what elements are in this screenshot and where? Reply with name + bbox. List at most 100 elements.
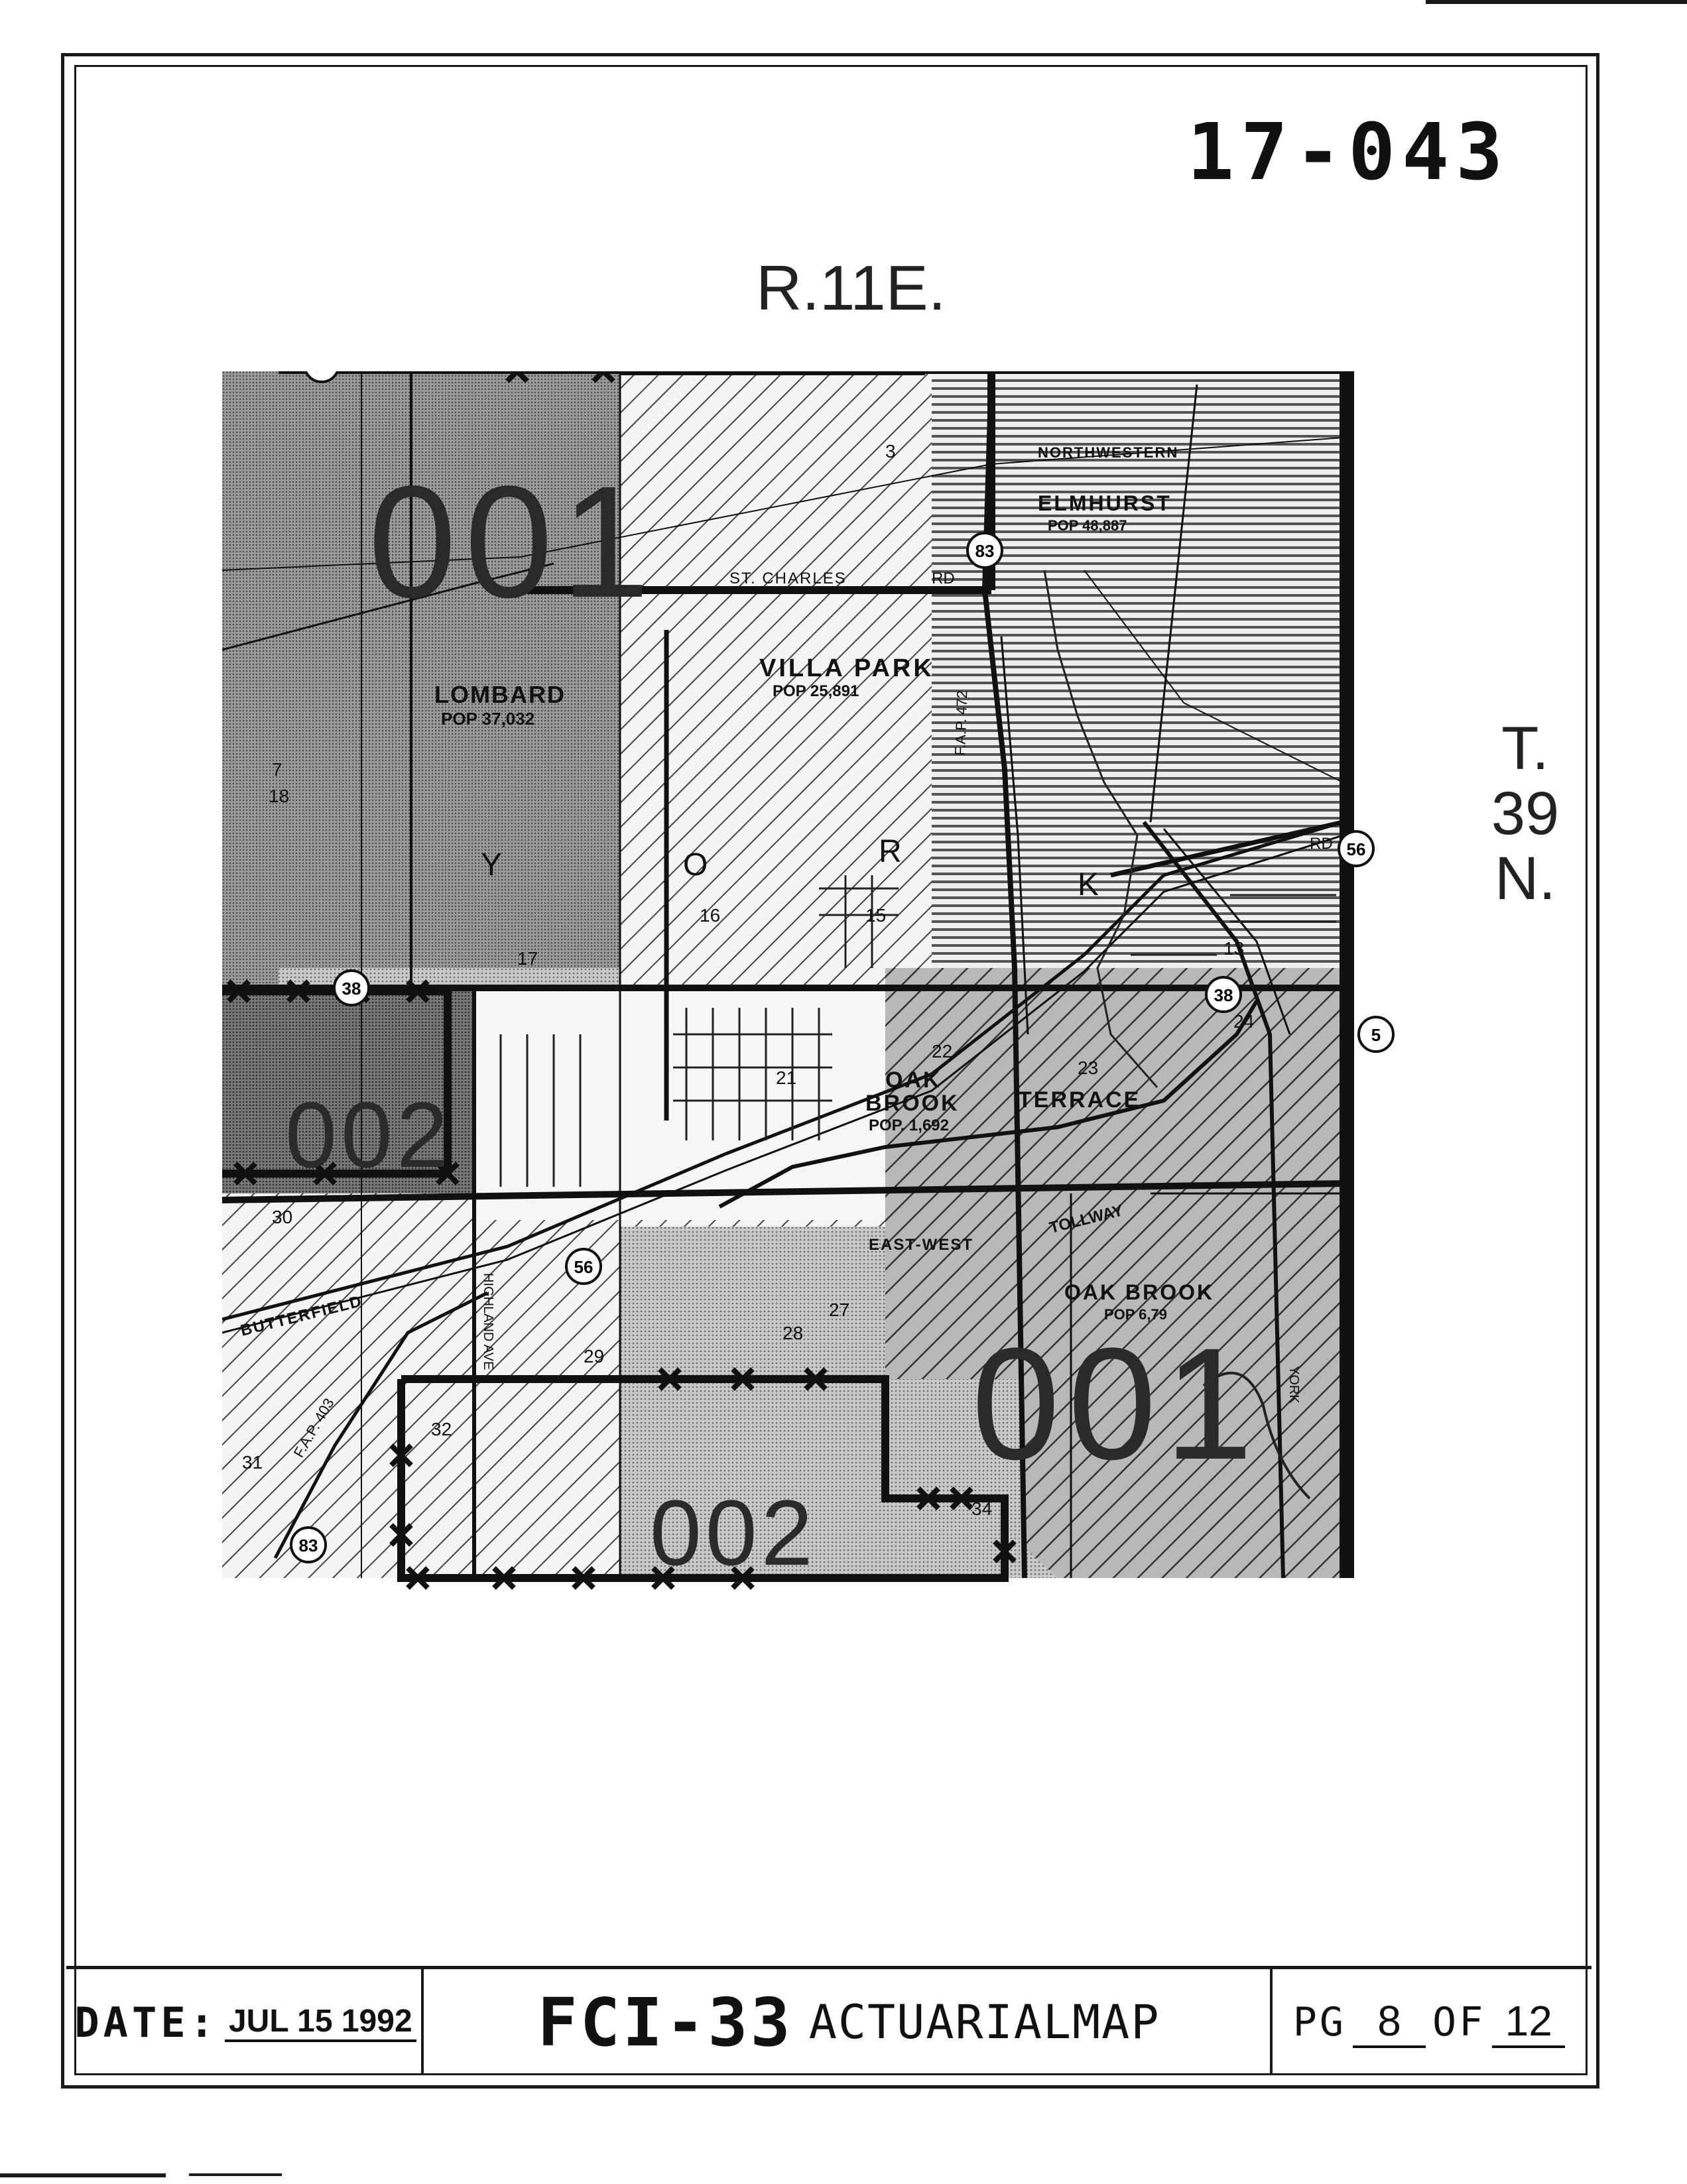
- page-frame-outer: [61, 53, 1599, 2089]
- section-number: 18: [269, 786, 289, 806]
- page-frame-inner: [74, 65, 1588, 2075]
- section-number: 13: [1223, 938, 1244, 959]
- place-label: YORK: [1286, 1366, 1301, 1404]
- territory-codes: 001 002 001 002: [285, 453, 1261, 1585]
- township-label-line: T.: [1501, 715, 1549, 782]
- place-labels: ELMHURST POP 48,887 NORTHWESTERN LOMBARD…: [239, 444, 1333, 1461]
- actuarial-map: 64 38 38 56 83 5 56 83 3 7 18 15 16 17 1…: [222, 371, 1429, 1591]
- section-number: 3: [885, 441, 896, 461]
- route-shield-label: 56: [574, 1257, 594, 1277]
- form-name: ACTUARIALMAP: [808, 1995, 1160, 2049]
- section-number: 24: [1233, 1011, 1254, 1032]
- place-label: ST. CHARLES: [729, 570, 847, 587]
- place-label: TERRACE: [1018, 1087, 1141, 1113]
- section-number: 17: [517, 948, 538, 969]
- place-label: OAK: [885, 1067, 942, 1093]
- place-label: POP 25,891: [773, 682, 859, 700]
- page-label: PG: [1292, 1999, 1346, 2045]
- place-label: OAK BROOK: [1064, 1280, 1214, 1304]
- route-shield: 56: [565, 1248, 602, 1285]
- territory-boundary: [222, 371, 1009, 1582]
- map-canvas: 64 38 38 56 83 5 56 83 3 7 18 15 16 17 1…: [222, 371, 1395, 1590]
- title-block: DATE: JUL 15 1992 FCI-33 ACTUARIALMAP PG…: [66, 1966, 1592, 2075]
- route-shield: 83: [290, 1526, 327, 1563]
- place-label: RD: [1310, 835, 1333, 853]
- township-label-line: N.: [1495, 845, 1556, 912]
- zone-002-south: [620, 1379, 1025, 1578]
- section-number: 32: [431, 1419, 452, 1439]
- sheet-number: 17-043: [1187, 106, 1510, 198]
- place-label: NORTHWESTERN: [1038, 444, 1178, 461]
- route-shield-label: 38: [1214, 985, 1233, 1005]
- zone-002-west: [222, 988, 487, 1193]
- form-code: FCI-33: [537, 1983, 793, 2061]
- corner-rule: [0, 2173, 166, 2177]
- section-number: 7: [272, 759, 282, 780]
- route-shield-label: 83: [299, 1536, 318, 1555]
- place-label: BROOK: [865, 1091, 960, 1116]
- title-divider: [1270, 1969, 1273, 2075]
- creek-south: [1202, 1371, 1311, 1500]
- section-number: 22: [932, 1041, 952, 1062]
- territory-code: 002: [650, 1481, 817, 1585]
- creek: [1043, 570, 1158, 1088]
- page-total: 12: [1492, 1996, 1566, 2048]
- page-number: 8: [1353, 1996, 1426, 2048]
- route-shields: 64 38 38 56 83 5 56 83: [290, 371, 1395, 1563]
- place-label: R: [879, 834, 902, 869]
- place-label: RD: [932, 570, 955, 587]
- street-grid: [499, 875, 1336, 1187]
- township-label: T. 39 N.: [1485, 716, 1565, 911]
- place-label: POP 37,032: [441, 709, 534, 729]
- place-label: Y: [481, 847, 502, 882]
- of-label: OF: [1432, 1999, 1486, 2045]
- place-label: EAST-WEST: [869, 1236, 973, 1254]
- territory-code: 001: [368, 453, 657, 631]
- zone-southwest: [222, 1193, 620, 1578]
- page-cell: PG 8 OF 12: [1277, 1969, 1588, 2075]
- route-shield: 38: [1205, 976, 1242, 1013]
- date-label: DATE:: [74, 1998, 218, 2047]
- zone-west-edge: [222, 371, 279, 988]
- zone-central: [474, 988, 885, 1220]
- place-label: POP. 1,692: [869, 1117, 949, 1134]
- route-shield-label: 83: [975, 541, 995, 561]
- place-label: LOMBARD: [434, 681, 566, 708]
- section-number: 15: [865, 905, 886, 926]
- section-number: 29: [584, 1346, 604, 1366]
- title-divider: [421, 1969, 424, 2075]
- place-label: POP 6,79: [1104, 1306, 1167, 1323]
- form-cell: FCI-33 ACTUARIALMAP: [428, 1969, 1270, 2075]
- route-shield: 56: [1338, 830, 1375, 867]
- route-shield: 64: [304, 371, 340, 383]
- section-number: 31: [242, 1452, 263, 1473]
- section-number: 23: [1078, 1058, 1098, 1078]
- map-boundary-east: [1340, 371, 1354, 1578]
- place-label: ELMHURST: [1038, 491, 1172, 515]
- place-label: HIGHLAND AVE: [481, 1273, 495, 1370]
- place-label: VILLA PARK: [759, 654, 934, 682]
- route-shield: 5: [1357, 1016, 1395, 1053]
- zone-lombard: [279, 371, 620, 968]
- section-number: 27: [829, 1300, 849, 1320]
- territory-code: 001: [971, 1315, 1261, 1492]
- corner-rule: [1426, 0, 1687, 4]
- place-label: O: [683, 847, 708, 882]
- route-shield-label: 56: [1347, 839, 1366, 859]
- route-shield-label: 64: [312, 371, 332, 375]
- section-number: 21: [776, 1067, 796, 1088]
- section-number: 34: [971, 1498, 992, 1519]
- date-value: JUL 15 1992: [224, 2003, 416, 2042]
- place-label: F.A.P. 472: [952, 690, 970, 756]
- route-shield: 83: [966, 532, 1003, 569]
- route-shield-label: 38: [342, 979, 361, 999]
- township-label-line: 39: [1491, 780, 1560, 847]
- route-shield-label: 5: [1371, 1025, 1381, 1045]
- section-number: 16: [700, 905, 720, 926]
- section-numbers: 3 7 18 15 16 17 13 21 22 23 24 27 28 29 …: [242, 441, 1254, 1519]
- place-label: POP 48,887: [1048, 517, 1127, 534]
- section-number: 28: [782, 1323, 803, 1343]
- date-cell: DATE: JUL 15 1992: [70, 1969, 421, 2075]
- section-number: 30: [272, 1207, 292, 1227]
- route-shield: 38: [333, 969, 370, 1006]
